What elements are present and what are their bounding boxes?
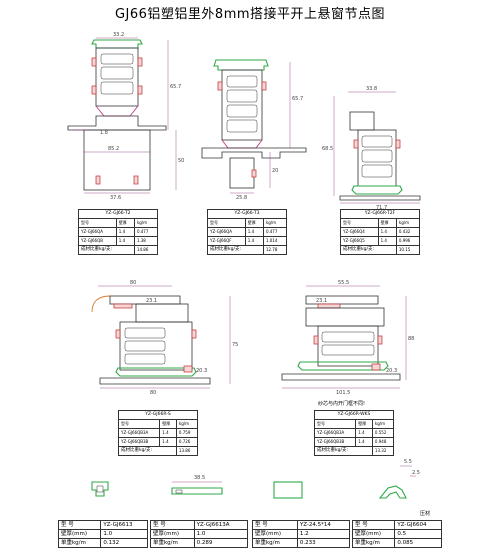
dim-rs-top: 80 — [130, 280, 136, 286]
dim-rt2f-top: 33.8 — [366, 86, 377, 92]
dim-t3-bottom: 25.8 — [236, 195, 247, 201]
detail-r-s — [91, 285, 231, 389]
spec-table-title: YZ-GJ66R-WKS — [314, 410, 394, 420]
dim-wks-height: 88 — [408, 336, 414, 342]
detail-t3 — [201, 59, 307, 194]
spec-table-title: YZ-GJ66-T2 — [78, 209, 158, 219]
part-profile-2 — [171, 481, 223, 495]
detail-t2 — [67, 37, 177, 194]
note-text: 纱芯与内开门框不同! — [318, 401, 366, 407]
page-title: GJ66铝塑铝里外8mm搭接平开上悬窗节点图 — [114, 7, 386, 22]
part-profile-4 — [378, 465, 416, 499]
dim-part4-a: 5.5 — [404, 459, 412, 465]
spec-table-title: YZ-GJ66-T3 — [207, 209, 287, 219]
dim-rs-b: 20.3 — [196, 368, 207, 374]
dim-wks-a: 23.1 — [316, 298, 327, 304]
dim-t3-height: 65.7 — [292, 96, 303, 102]
part-profile-3 — [273, 481, 303, 499]
dim-t2-height2: 50 — [178, 158, 184, 164]
dim-rs-height: 75 — [232, 342, 238, 348]
dim-t2-height: 65.7 — [170, 84, 181, 90]
small-part-label: 压材 — [420, 511, 431, 517]
dim-wks-top: 55.5 — [338, 280, 349, 286]
dim-t2-ref: 1.8 — [100, 130, 108, 136]
spec-table-title: YZ-GJ66R-T2F — [340, 209, 420, 219]
dim-rt2f-height: 68.5 — [322, 146, 333, 152]
dim-t2-mid: 85.2 — [108, 146, 119, 152]
spec-table-title: YZ-GJ66R-S — [118, 410, 198, 420]
dim-wks-bottom: 101.5 — [336, 390, 350, 396]
dim-rs-a: 23.1 — [146, 298, 157, 304]
dim-t2-top: 33.2 — [113, 32, 124, 38]
dim-rt2f-bottom: 71.7 — [376, 205, 387, 211]
dim-rs-c: 80 — [150, 390, 156, 396]
dim-wks-b: 20.3 — [386, 368, 397, 374]
dim-part4-b: 2.5 — [412, 470, 420, 476]
detail-r-wks — [281, 285, 407, 389]
part-profile-1 — [91, 481, 109, 497]
dim-part2-width: 38.5 — [194, 475, 205, 481]
dim-t2-bottom: 37.6 — [110, 195, 121, 201]
dim-t3-side: 20 — [272, 168, 278, 174]
detail-r-t2f — [333, 91, 421, 204]
